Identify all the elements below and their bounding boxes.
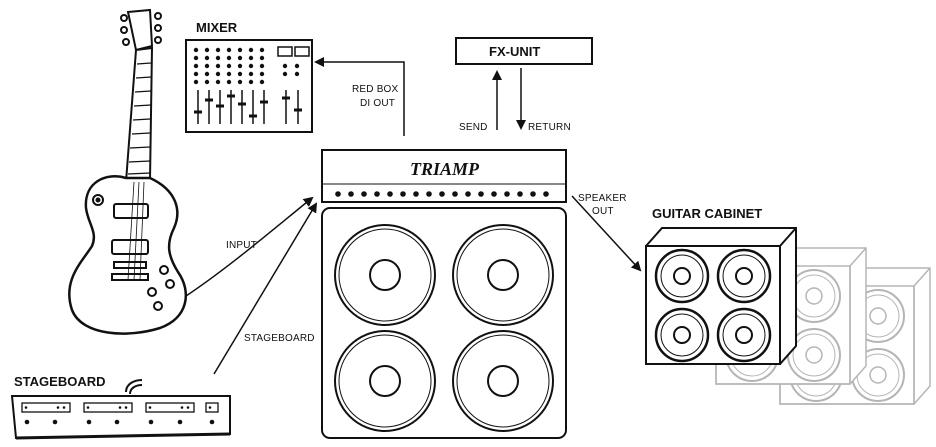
red-box-di-cable: [314, 57, 405, 136]
stageboard-cable: [213, 202, 318, 375]
send-label: SEND: [459, 122, 488, 133]
return-label: RETURN: [528, 122, 571, 133]
guitar-cabinet: [645, 227, 797, 365]
amp-speaker-cabinet: [321, 207, 567, 439]
triamp-head: TRIAMP: [321, 149, 567, 203]
amp-brand-label: TRIAMP: [410, 159, 480, 179]
stageboard-label: STAGEBOARD: [14, 374, 105, 389]
guitar-cabinet-label: GUITAR CABINET: [652, 206, 762, 221]
speaker-out-label: SPEAKER: [578, 193, 627, 204]
mixer-icon: [185, 39, 313, 133]
red-box-label: RED BOX: [352, 84, 399, 95]
stageboard-cable-label: STAGEBOARD: [244, 333, 315, 344]
input-cable: [185, 196, 314, 297]
stageboard-plug-icon: [125, 379, 143, 393]
stageboard-footswitch-icon: [10, 395, 231, 440]
input-label: INPUT: [226, 240, 257, 251]
ghost-cabinets: [715, 247, 931, 405]
speaker-out-cable: [571, 195, 642, 272]
mixer-label: MIXER: [196, 20, 238, 35]
fx-unit-box: [455, 37, 593, 65]
di-out-label: DI OUT: [360, 98, 395, 109]
fx-unit-label: FX-UNIT: [489, 44, 540, 59]
electric-guitar-icon: [68, 8, 188, 335]
speaker-out-label-2: OUT: [592, 206, 614, 217]
